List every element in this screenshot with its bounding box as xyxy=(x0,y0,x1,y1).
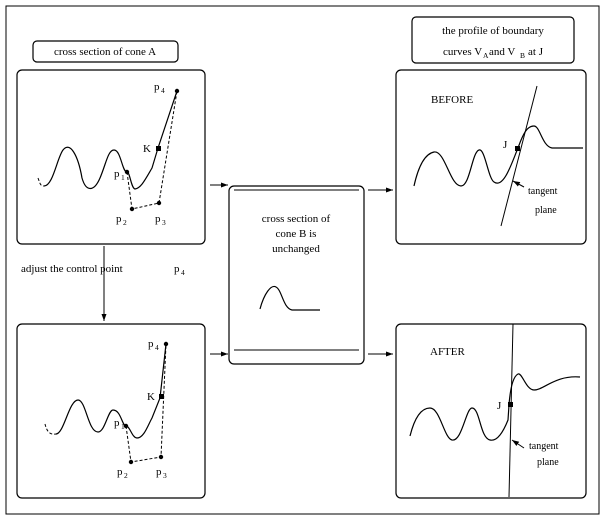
svg-text:J: J xyxy=(497,400,502,412)
svg-text:p: p xyxy=(148,338,154,350)
panel-cone-b: cross section of cone B is unchanged xyxy=(228,185,365,365)
svg-text:2: 2 xyxy=(123,218,127,227)
svg-text:adjust the control point: adjust the control point xyxy=(21,263,123,275)
svg-text:p: p xyxy=(174,263,180,275)
svg-text:p: p xyxy=(156,466,162,478)
svg-text:J: J xyxy=(503,139,508,151)
svg-text:2: 2 xyxy=(124,471,128,480)
outer-frame xyxy=(5,5,600,515)
panel-cone-a-after: K p 4 p 1 p 2 p 3 xyxy=(16,323,206,499)
svg-text:K: K xyxy=(143,143,151,155)
svg-text:1: 1 xyxy=(121,422,125,431)
arrow-tangent-before xyxy=(512,180,525,188)
svg-text:A: A xyxy=(483,51,489,60)
svg-text:curves V: curves V xyxy=(443,46,482,58)
svg-text:cone B is: cone B is xyxy=(276,228,317,240)
label-cross-section-a: cross section of cone A xyxy=(32,40,179,63)
arrow-tangent-after xyxy=(511,439,525,449)
svg-text:B: B xyxy=(520,51,525,60)
svg-text:3: 3 xyxy=(162,218,166,227)
svg-text:K: K xyxy=(147,391,155,403)
svg-text:at J: at J xyxy=(528,46,544,58)
svg-text:p: p xyxy=(117,466,123,478)
svg-text:cross section of cone A: cross section of cone A xyxy=(54,46,156,58)
panel-profile-after: AFTER J tangent plane xyxy=(395,323,587,499)
svg-text:plane: plane xyxy=(537,457,559,468)
svg-text:4: 4 xyxy=(181,268,185,277)
svg-text:unchanged: unchanged xyxy=(272,243,320,255)
svg-text:tangent: tangent xyxy=(529,441,559,452)
svg-text:p: p xyxy=(114,168,120,180)
svg-text:4: 4 xyxy=(161,86,165,95)
svg-text:plane: plane xyxy=(535,205,557,216)
svg-text:BEFORE: BEFORE xyxy=(431,94,473,106)
svg-text:p: p xyxy=(154,81,160,93)
svg-text:3: 3 xyxy=(163,471,167,480)
svg-text:1: 1 xyxy=(121,173,125,182)
svg-text:p: p xyxy=(116,213,122,225)
svg-text:cross section of: cross section of xyxy=(262,213,331,225)
svg-text:the profile of boundary: the profile of boundary xyxy=(442,25,544,37)
svg-text:p: p xyxy=(155,213,161,225)
svg-text:4: 4 xyxy=(155,343,159,352)
panel-cone-a-before: K p 4 p 1 p 2 p 3 xyxy=(16,69,206,245)
label-adjust-control-point: adjust the control point p 4 xyxy=(21,263,185,277)
svg-text:AFTER: AFTER xyxy=(430,346,466,358)
svg-text:tangent: tangent xyxy=(528,186,558,197)
tangent-plane-before xyxy=(500,85,538,227)
tangent-plane-after xyxy=(508,323,514,498)
label-profile-boundary: the profile of boundary curves V A and V… xyxy=(411,16,575,64)
svg-text:p: p xyxy=(114,417,120,429)
panel-profile-before: BEFORE J tangent plane xyxy=(395,69,587,245)
svg-text:and V: and V xyxy=(489,46,515,58)
